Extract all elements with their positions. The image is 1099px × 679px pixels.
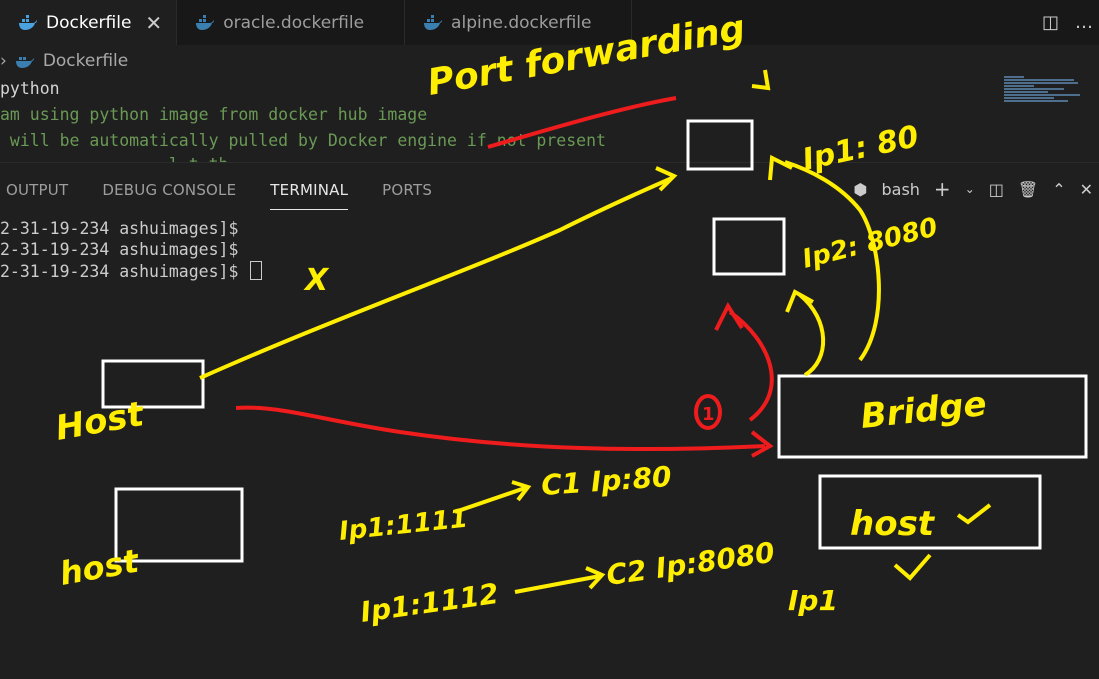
terminal-shell-icon: ⬢ [853, 179, 868, 199]
annotation-circle-number: 1 [702, 404, 715, 425]
annotation-host: Host [53, 394, 149, 449]
breadcrumb: › Dockerfile [0, 48, 128, 74]
arrow-head [511, 480, 532, 502]
container-box-2 [712, 217, 786, 276]
annotation-mapping2-left: Ip1:1112 [358, 577, 500, 629]
annotation-host-lower: host [57, 541, 143, 592]
panel-tab-bar: OUTPUT DEBUG CONSOLE TERMINAL PORTS [0, 170, 432, 210]
panel-actions: ⬢ bash + ⌄ ◫ 🗑 ⌃ ✕ [854, 172, 1099, 206]
minimap[interactable] [1004, 76, 1084, 112]
tick-mark [893, 553, 932, 581]
arrow-head [585, 566, 606, 590]
annotation-ip2-8080: Ip2: 8080 [799, 212, 940, 275]
close-panel-icon[interactable]: ✕ [1079, 179, 1093, 199]
tick-mark [956, 503, 992, 525]
chevron-up-icon[interactable]: ⌃ [1052, 179, 1066, 199]
mapping-arrow-2 [514, 574, 601, 594]
terminal-line[interactable]: 2-31-19-234 ashuimages]$ [0, 240, 239, 259]
arrow-head [750, 430, 774, 458]
editor-line[interactable]: will be automatically pulled by Docker e… [0, 131, 606, 150]
tab-debug-console[interactable]: DEBUG CONSOLE [102, 181, 237, 199]
tab-dockerfile[interactable]: Dockerfile ✕ [0, 0, 178, 45]
tab-alpine-dockerfile[interactable]: alpine.dockerfile [405, 0, 633, 45]
split-editor-icon[interactable]: ◫ [1041, 12, 1059, 33]
editor-line[interactable]: python [0, 79, 60, 98]
panel-divider[interactable] [0, 162, 1099, 163]
terminal-shell-name[interactable]: bash [881, 179, 920, 199]
docker-whale-icon [15, 57, 34, 68]
docker-whale-icon [19, 14, 37, 30]
tab-label: alpine.dockerfile [451, 12, 592, 33]
tab-terminal[interactable]: TERMINAL [270, 170, 349, 210]
bridge-box [777, 374, 1088, 459]
annotation-ip-bottom: Ip1 [788, 584, 838, 617]
docker-whale-icon [424, 14, 443, 30]
terminal-line[interactable]: 2-31-19-234 ashuimages]$ [0, 219, 239, 238]
tab-label: oracle.dockerfile [223, 12, 365, 33]
host-box-lower-left [114, 487, 244, 563]
terminal-cursor [250, 261, 263, 280]
docker-whale-icon [196, 14, 215, 30]
red-circle [694, 394, 722, 430]
arrow-head [655, 166, 678, 192]
split-terminal-icon[interactable]: ◫ [988, 179, 1004, 199]
add-terminal-icon[interactable]: + [933, 177, 951, 201]
chevron-down-icon[interactable]: ⌄ [964, 182, 975, 196]
editor-tab-bar: Dockerfile ✕ oracle.dockerfile alpine.do… [0, 0, 1099, 45]
breadcrumb-item[interactable]: Dockerfile [42, 51, 129, 71]
host-box-left [101, 359, 205, 409]
trash-icon[interactable]: 🗑 [1017, 179, 1039, 199]
terminal-prompt: 2-31-19-234 ashuimages]$ [0, 262, 249, 281]
editor-line[interactable]: l t th [0, 155, 229, 163]
arrow-head [751, 69, 771, 91]
annotation-host-right: host [850, 504, 936, 544]
tab-output[interactable]: OUTPUT [6, 181, 69, 199]
arrow-head [785, 289, 814, 313]
host-box-right [818, 474, 1042, 550]
red-arrow-bridge-to-c2 [728, 310, 774, 422]
close-icon[interactable]: ✕ [145, 10, 163, 35]
yellow-arrow-bridge-to-c2 [798, 293, 826, 377]
annotation-bridge: Bridge [859, 384, 989, 437]
more-actions-icon[interactable]: … [1075, 12, 1093, 33]
editor-line[interactable]: am using python image from docker hub im… [0, 105, 428, 124]
tab-label: Dockerfile [46, 12, 132, 33]
annotation-mapping1-left: Ip1:1111 [338, 504, 470, 547]
red-arrow-host-bridge [235, 405, 766, 452]
terminal-line-active[interactable]: 2-31-19-234 ashuimages]$ [0, 261, 263, 281]
arrow-head [714, 301, 744, 331]
mapping-arrow-1 [454, 486, 526, 514]
chevron-right-icon: › [0, 51, 7, 71]
tab-ports[interactable]: PORTS [382, 181, 433, 199]
annotation-ip1-80: Ip1: 80 [799, 119, 921, 178]
annotation-mapping1-right: C1 Ip:80 [540, 460, 672, 502]
annotation-cross: X [303, 263, 330, 298]
annotation-mapping2-right: C2 Ip:8080 [604, 536, 776, 592]
tab-oracle-dockerfile[interactable]: oracle.dockerfile [177, 0, 406, 45]
